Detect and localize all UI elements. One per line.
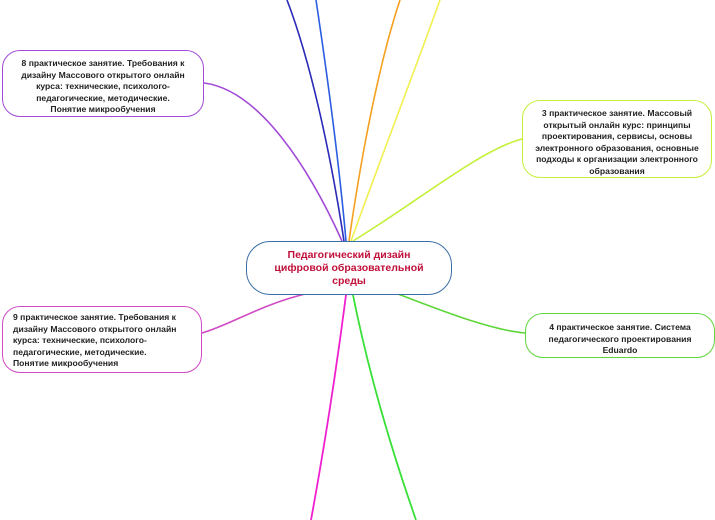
connector-lines [201,0,526,520]
connector-topic-3 [352,138,523,242]
connector-offscreen-top-yellow [350,0,441,242]
topic-4-node[interactable]: 4 практическое занятие. Система педагоги… [525,313,715,358]
connector-offscreen-bottom-magenta [310,294,347,520]
topic-8-node[interactable]: 8 практическое занятие. Требования к диз… [2,50,204,117]
connector-topic-4 [397,293,526,334]
connector-offscreen-bottom-green [352,294,417,520]
connector-offscreen-top-orange [348,0,401,242]
topic-3-node[interactable]: 3 практическое занятие. Массовый открыты… [522,100,712,178]
connector-offscreen-top-navy [286,0,345,242]
central-topic[interactable]: Педагогический дизайн цифровой образоват… [246,241,452,295]
connector-topic-8 [203,82,343,242]
connector-offscreen-top-blue [315,0,347,242]
connector-topic-9 [201,293,306,334]
topic-9-node[interactable]: 9 практическое занятие. Требования к диз… [2,306,202,373]
